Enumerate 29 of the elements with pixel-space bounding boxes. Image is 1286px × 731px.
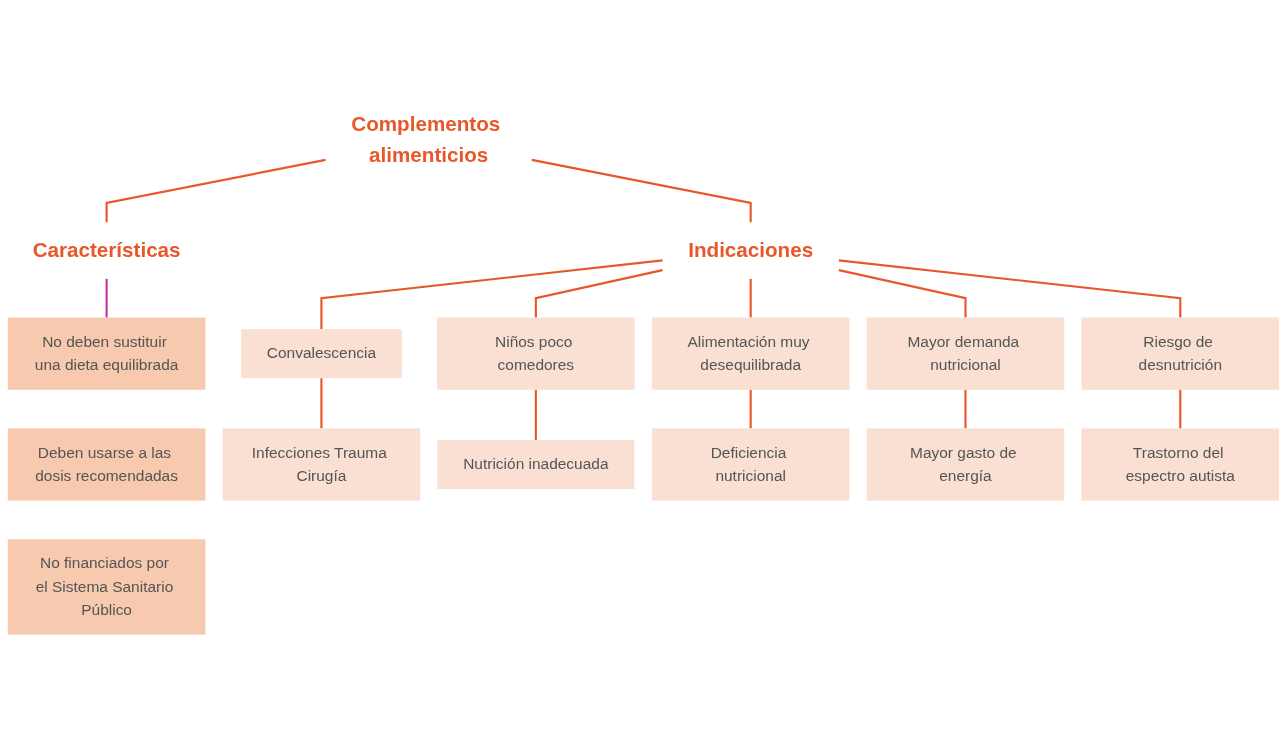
node-box: Deficiencia nutricional bbox=[651, 428, 850, 501]
connector bbox=[838, 269, 967, 318]
connector bbox=[105, 159, 326, 223]
connector bbox=[1179, 390, 1182, 429]
node-box: Nutrición inadecuada bbox=[437, 440, 635, 490]
node-box: Niños poco comedores bbox=[437, 317, 635, 390]
node-box: No financiados por el Sistema Sanitario Público bbox=[7, 539, 206, 635]
node-box: Trastorno del espectro autista bbox=[1081, 428, 1280, 501]
node-text: Indicaciones bbox=[688, 238, 814, 262]
connector bbox=[320, 259, 663, 330]
connector bbox=[838, 259, 1182, 318]
node-box: Alimentación muy desequilibrada bbox=[651, 317, 850, 390]
connector bbox=[749, 279, 752, 318]
node-box: Convalescencia bbox=[241, 329, 402, 379]
connector bbox=[320, 378, 323, 429]
connector bbox=[749, 390, 752, 429]
connector bbox=[531, 159, 752, 223]
node-box: Infecciones Trauma Cirugía bbox=[222, 428, 421, 501]
node-text: Características bbox=[32, 238, 181, 262]
node-box: Mayor gasto de energía bbox=[866, 428, 1065, 501]
node-box: No deben sustituir una dieta equilibrada bbox=[7, 317, 206, 390]
connector bbox=[105, 279, 108, 318]
connector bbox=[964, 390, 967, 429]
node-box: Deben usarse a las dosis recomendadas bbox=[7, 428, 206, 501]
node-box: Riesgo de desnutrición bbox=[1081, 317, 1280, 390]
connector bbox=[534, 269, 663, 318]
node-box: Mayor demanda nutricional bbox=[866, 317, 1065, 390]
connector bbox=[534, 390, 537, 441]
node-text: Complementos alimenticios bbox=[351, 112, 501, 167]
